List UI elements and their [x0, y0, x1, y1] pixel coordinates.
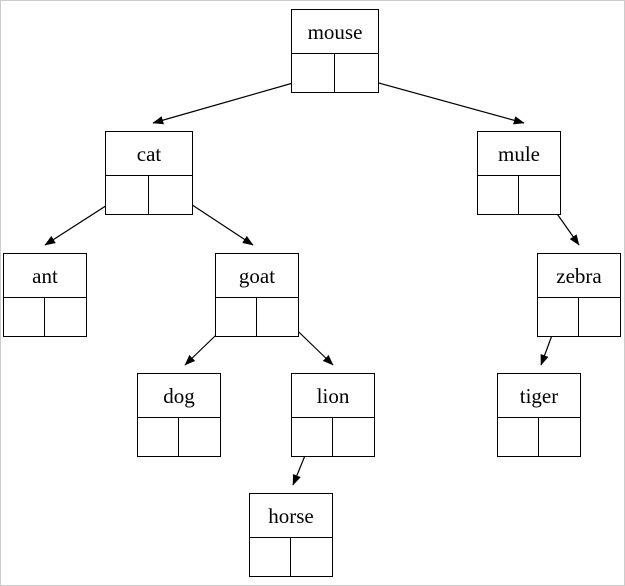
left-pointer-cell-goat[interactable] [216, 298, 257, 336]
tree-node-ant[interactable]: ant [3, 253, 87, 337]
node-pointers-zebra [538, 298, 620, 336]
node-label-lion: lion [292, 374, 374, 418]
node-label-tiger: tiger [498, 374, 580, 418]
left-pointer-cell-mouse[interactable] [292, 54, 335, 92]
node-pointers-goat [216, 298, 298, 336]
tree-node-tiger[interactable]: tiger [497, 373, 581, 457]
right-pointer-cell-cat[interactable] [149, 176, 192, 214]
tree-node-dog[interactable]: dog [137, 373, 221, 457]
left-pointer-cell-cat[interactable] [106, 176, 149, 214]
node-label-cat: cat [106, 132, 192, 176]
node-label-dog: dog [138, 374, 220, 418]
tree-node-zebra[interactable]: zebra [537, 253, 621, 337]
right-pointer-cell-zebra[interactable] [579, 298, 620, 336]
tree-node-horse[interactable]: horse [249, 493, 333, 577]
left-pointer-cell-mule[interactable] [478, 176, 519, 214]
tree-node-mouse[interactable]: mouse [291, 9, 379, 93]
node-pointers-ant [4, 298, 86, 336]
left-pointer-cell-horse[interactable] [250, 538, 291, 576]
left-pointer-cell-ant[interactable] [4, 298, 45, 336]
node-label-ant: ant [4, 254, 86, 298]
node-pointers-cat [106, 176, 192, 214]
tree-node-lion[interactable]: lion [291, 373, 375, 457]
left-pointer-cell-zebra[interactable] [538, 298, 579, 336]
left-pointer-cell-lion[interactable] [292, 418, 333, 456]
right-pointer-cell-tiger[interactable] [539, 418, 580, 456]
right-pointer-cell-ant[interactable] [45, 298, 86, 336]
tree-node-goat[interactable]: goat [215, 253, 299, 337]
tree-node-mule[interactable]: mule [477, 131, 561, 215]
node-label-horse: horse [250, 494, 332, 538]
tree-node-cat[interactable]: cat [105, 131, 193, 215]
right-pointer-cell-mule[interactable] [519, 176, 560, 214]
node-pointers-horse [250, 538, 332, 576]
right-pointer-cell-mouse[interactable] [335, 54, 378, 92]
edge-mouse-right-to-mule [356, 76, 525, 125]
node-label-mouse: mouse [292, 10, 378, 54]
node-label-goat: goat [216, 254, 298, 298]
left-pointer-cell-dog[interactable] [138, 418, 179, 456]
node-pointers-mule [478, 176, 560, 214]
node-pointers-mouse [292, 54, 378, 92]
right-pointer-cell-lion[interactable] [333, 418, 374, 456]
node-label-mule: mule [478, 132, 560, 176]
node-label-zebra: zebra [538, 254, 620, 298]
right-pointer-cell-goat[interactable] [257, 298, 298, 336]
left-pointer-cell-tiger[interactable] [498, 418, 539, 456]
right-pointer-cell-dog[interactable] [179, 418, 220, 456]
node-pointers-dog [138, 418, 220, 456]
right-pointer-cell-horse[interactable] [291, 538, 332, 576]
node-pointers-lion [292, 418, 374, 456]
edge-mouse-left-to-cat [152, 76, 315, 125]
node-pointers-tiger [498, 418, 580, 456]
